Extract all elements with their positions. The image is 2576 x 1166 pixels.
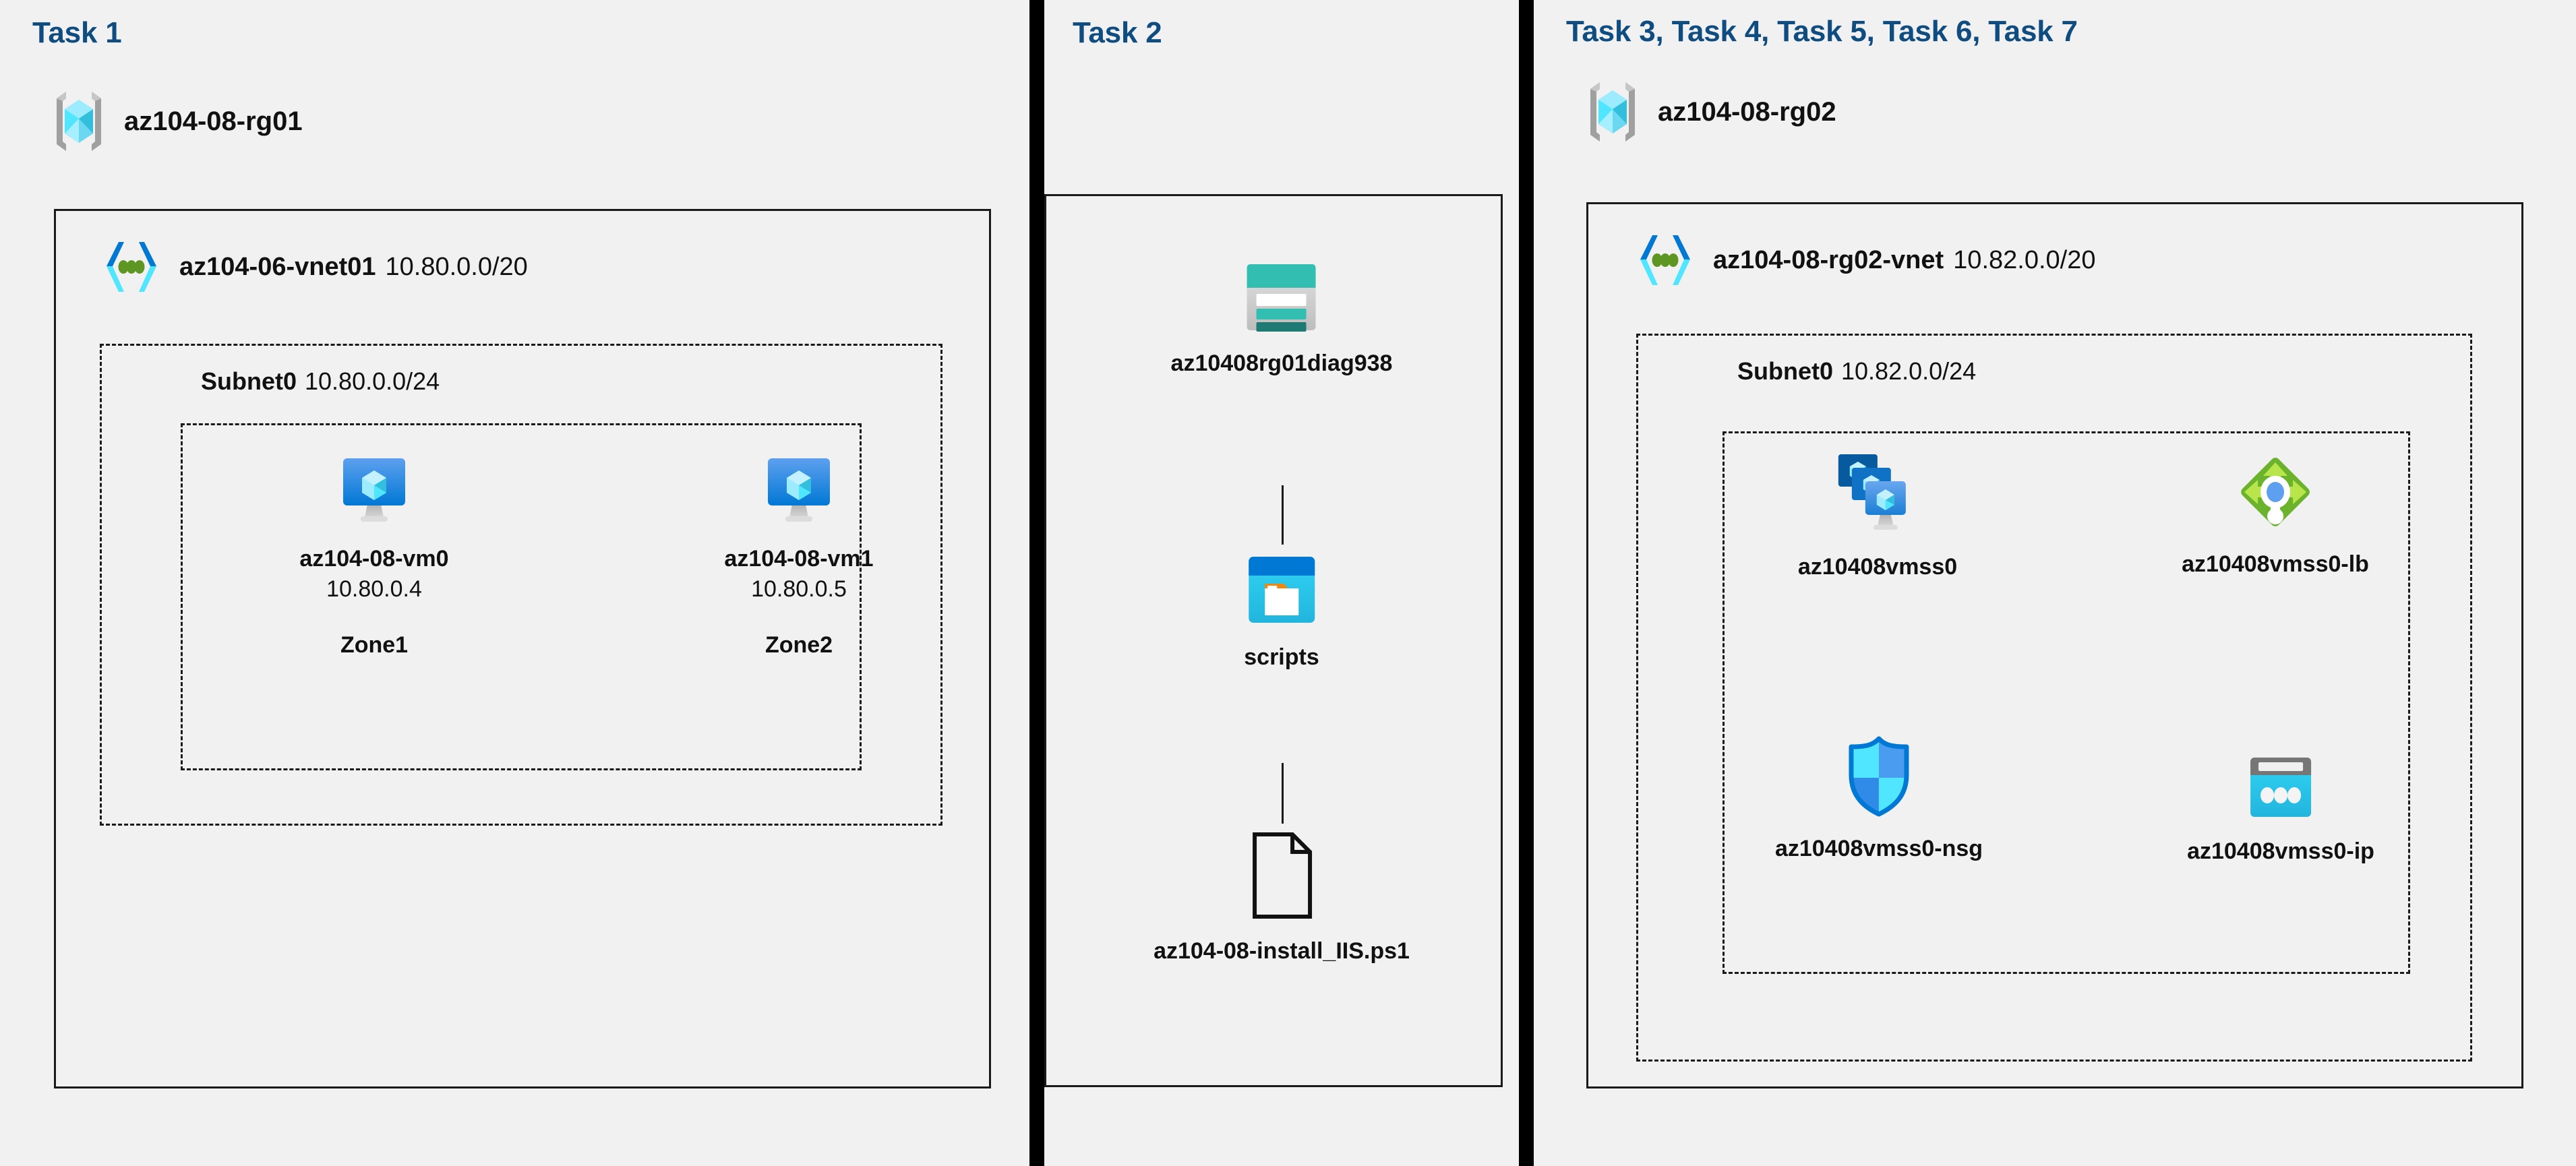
node-label: az10408vmss0: [1797, 554, 1958, 580]
node-public-ip-address[interactable]: az10408vmss0-ip: [2187, 754, 2374, 865]
resource-group-inner-box: [1723, 431, 2410, 974]
connector-storage-to-container: [1282, 485, 1284, 545]
resource-group-icon: [53, 89, 105, 154]
virtual-network-icon: [1635, 233, 1696, 288]
virtual-machine-icon: [336, 453, 412, 528]
node-script-file[interactable]: az104-08-install_IIS.ps1: [1154, 830, 1410, 964]
panel-divider-2: [1519, 0, 1534, 1166]
subnet-cidr: 10.80.0.0/24: [305, 367, 440, 395]
vm-group-box: [181, 423, 862, 770]
vnet-header-row: az104-08-rg02-vnet 10.82.0.0/20: [1635, 233, 2095, 288]
node-network-security-group[interactable]: az10408vmss0-nsg: [1775, 733, 1983, 862]
subnet-name: Subnet0: [201, 367, 297, 395]
node-az104-08-vm0[interactable]: az104-08-vm0 10.80.0.4 Zone1: [263, 453, 485, 658]
vm-scale-set-icon: [1833, 450, 1922, 536]
node-label: az104-08-vm1: [724, 546, 874, 572]
connector-container-to-file: [1282, 763, 1284, 824]
node-zone: Zone1: [340, 632, 409, 658]
node-vm-scale-set[interactable]: az10408vmss0: [1798, 450, 1957, 580]
load-balancer-icon: [2234, 450, 2317, 534]
blob-container-icon: [1245, 553, 1319, 627]
resource-group-rg01: az104-08-rg01: [53, 89, 303, 154]
node-blob-container[interactable]: scripts: [1244, 553, 1319, 671]
storage-boundary-box: [1044, 194, 1503, 1087]
subnet-caption: Subnet0 10.80.0.0/24: [201, 367, 440, 396]
resource-group-rg02: az104-08-rg02: [1586, 80, 1836, 144]
node-label: az104-08-vm0: [299, 546, 449, 572]
subnet-boundary-box: [1636, 334, 2472, 1062]
vnet-cidr: 10.80.0.0/20: [385, 252, 528, 281]
panel-task-1: Task 1 az104-08-rg01: [0, 0, 1029, 1166]
vnet-name: az104-08-rg02-vnet: [1713, 245, 1944, 274]
vnet-boundary-box: [1586, 202, 2523, 1088]
subnet-name: Subnet0: [1737, 357, 1834, 385]
vnet-header-row: az104-06-vnet01 10.80.0.0/20: [101, 239, 528, 295]
vnet-cidr: 10.82.0.0/20: [1953, 245, 2096, 274]
panel-task-3-7: Task 3, Task 4, Task 5, Task 6, Task 7 a…: [1534, 0, 2576, 1166]
subnet-cidr: 10.82.0.0/24: [1841, 357, 1977, 385]
node-label: az10408vmss0-nsg: [1774, 836, 1983, 861]
task-label-2: Task 2: [1073, 16, 1162, 49]
node-zone: Zone2: [765, 632, 833, 658]
public-ip-address-icon: [2245, 754, 2316, 821]
network-security-group-icon: [1843, 733, 1915, 818]
virtual-network-icon: [101, 239, 162, 295]
node-storage-account[interactable]: az10408rg01diag938: [1170, 262, 1393, 377]
panel-divider-1: [1029, 0, 1044, 1166]
node-ip-address: 10.80.0.4: [326, 576, 422, 602]
node-label: az10408vmss0-ip: [2187, 838, 2374, 864]
node-load-balancer[interactable]: az10408vmss0-lb: [2182, 450, 2369, 578]
node-label: scripts: [1244, 644, 1319, 670]
storage-account-icon: [1242, 262, 1321, 333]
subnet-boundary-box: [100, 344, 942, 826]
file-icon: [1247, 830, 1317, 921]
task-label-1: Task 1: [32, 16, 122, 49]
node-label: az10408vmss0-lb: [2182, 551, 2369, 577]
node-label: az10408rg01diag938: [1170, 350, 1393, 376]
virtual-machine-icon: [761, 453, 837, 528]
task-label-3: Task 3, Task 4, Task 5, Task 6, Task 7: [1566, 15, 2078, 48]
resource-group-name: az104-08-rg01: [124, 106, 303, 136]
node-ip-address: 10.80.0.5: [751, 576, 847, 602]
node-az104-08-vm1[interactable]: az104-08-vm1 10.80.0.5 Zone2: [688, 453, 910, 658]
vnet-name: az104-06-vnet01: [179, 252, 376, 281]
vnet-boundary-box: [54, 209, 991, 1088]
node-label: az104-08-install_IIS.ps1: [1154, 938, 1410, 964]
panel-task-2: Task 2 az10408rg01diag938: [1044, 0, 1519, 1166]
resource-group-icon: [1586, 80, 1639, 144]
resource-group-name: az104-08-rg02: [1658, 96, 1836, 127]
